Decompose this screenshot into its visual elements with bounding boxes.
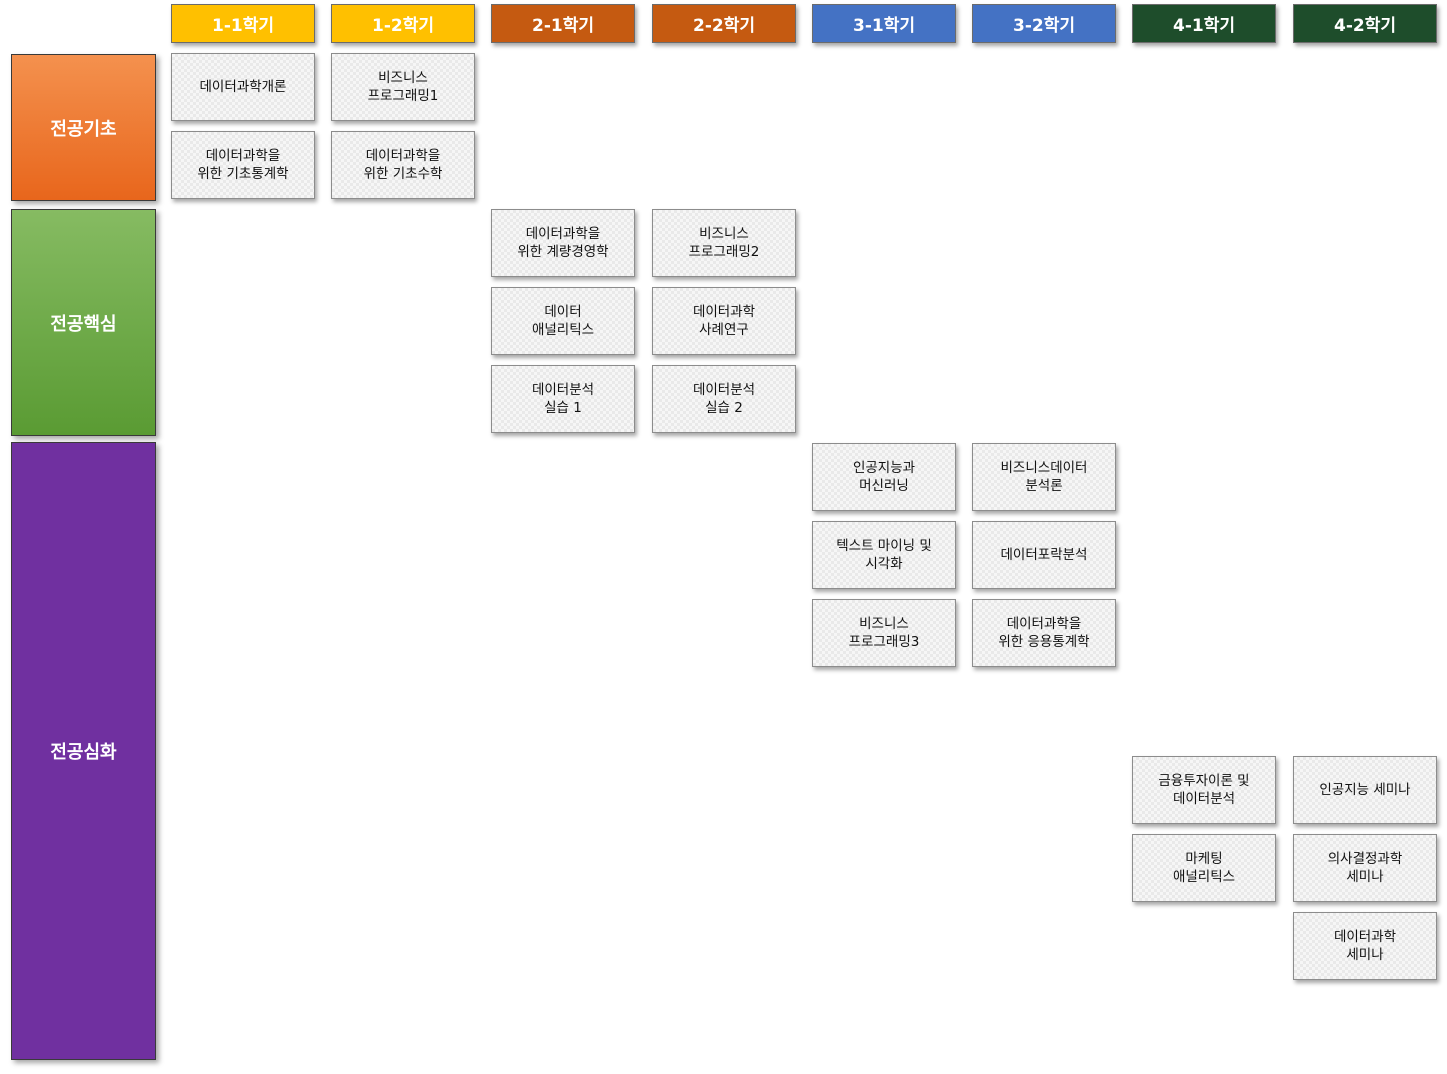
course-box: 데이터과학 사례연구 — [652, 287, 796, 355]
course-box: 데이터과학개론 — [171, 53, 315, 121]
semester-header-8: 4-2학기 — [1293, 4, 1437, 43]
course-box: 금융투자이론 및 데이터분석 — [1132, 756, 1276, 824]
course-box: 텍스트 마이닝 및 시각화 — [812, 521, 956, 589]
semester-header-4: 2-2학기 — [652, 4, 796, 43]
category-block-3: 전공심화 — [11, 442, 156, 1060]
course-box: 데이터과학을 위한 응용통계학 — [972, 599, 1116, 667]
course-box: 비즈니스 프로그래밍2 — [652, 209, 796, 277]
course-box: 데이터포락분석 — [972, 521, 1116, 589]
semester-header-7: 4-1학기 — [1132, 4, 1276, 43]
course-box: 비즈니스데이터 분석론 — [972, 443, 1116, 511]
semester-header-5: 3-1학기 — [812, 4, 956, 43]
category-block-1: 전공기초 — [11, 54, 156, 201]
course-box: 데이터과학 세미나 — [1293, 912, 1437, 980]
course-box: 인공지능 세미나 — [1293, 756, 1437, 824]
course-box: 데이터분석 실습 2 — [652, 365, 796, 433]
course-box: 데이터과학을 위한 기초통계학 — [171, 131, 315, 199]
course-box: 의사결정과학 세미나 — [1293, 834, 1437, 902]
course-box: 데이터 애널리틱스 — [491, 287, 635, 355]
course-box: 비즈니스 프로그래밍1 — [331, 53, 475, 121]
semester-header-2: 1-2학기 — [331, 4, 475, 43]
course-box: 비즈니스 프로그래밍3 — [812, 599, 956, 667]
course-box: 인공지능과 머신러닝 — [812, 443, 956, 511]
course-box: 데이터과학을 위한 기초수학 — [331, 131, 475, 199]
course-box: 마케팅 애널리틱스 — [1132, 834, 1276, 902]
course-box: 데이터과학을 위한 계량경영학 — [491, 209, 635, 277]
semester-header-1: 1-1학기 — [171, 4, 315, 43]
category-block-2: 전공핵심 — [11, 209, 156, 436]
semester-header-6: 3-2학기 — [972, 4, 1116, 43]
semester-header-3: 2-1학기 — [491, 4, 635, 43]
course-box: 데이터분석 실습 1 — [491, 365, 635, 433]
